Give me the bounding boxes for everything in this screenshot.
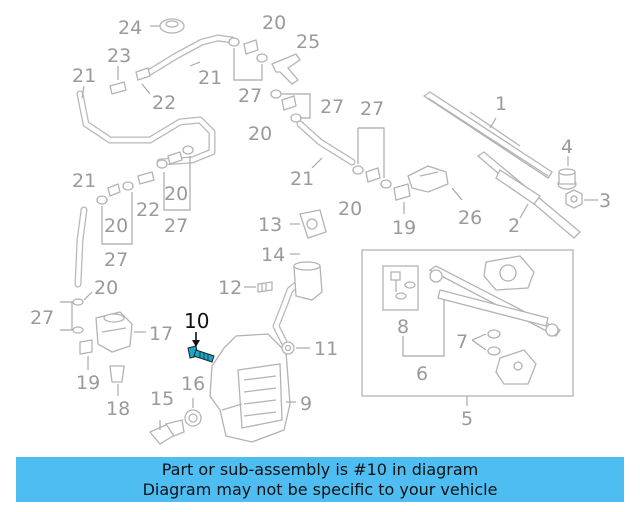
bolt-12[interactable] bbox=[257, 281, 273, 293]
part-info-banner: Part or sub-assembly is #10 in diagram D… bbox=[16, 457, 624, 502]
bolt-8-kit bbox=[390, 271, 416, 300]
check-valve-23[interactable] bbox=[109, 81, 127, 95]
filler-neck-14[interactable] bbox=[293, 261, 323, 301]
callout-17: 17 bbox=[149, 323, 173, 345]
callout-2: 2 bbox=[508, 215, 520, 237]
banner-line-part: Part or sub-assembly is #10 in diagram bbox=[161, 460, 479, 479]
nut-3[interactable] bbox=[565, 189, 583, 209]
callout-27-midleft: 27 bbox=[104, 249, 128, 271]
grommet-16[interactable] bbox=[184, 409, 202, 427]
cap-13[interactable] bbox=[299, 209, 327, 239]
bracket-pivot[interactable] bbox=[495, 349, 537, 385]
callout-27-mid: 27 bbox=[164, 215, 188, 237]
sub-kit-box-8 bbox=[382, 265, 419, 311]
clip-19-right[interactable] bbox=[393, 183, 411, 201]
callout-4: 4 bbox=[561, 136, 573, 158]
callout-22-mid: 22 bbox=[136, 199, 160, 221]
callout-22-top: 22 bbox=[152, 92, 176, 114]
callout-leader-27-midleft bbox=[101, 192, 133, 245]
callout-20-left-a: 20 bbox=[164, 183, 188, 205]
grommet-11[interactable] bbox=[281, 341, 295, 355]
callout-19-left: 19 bbox=[76, 372, 100, 394]
callout-leader-7 bbox=[471, 333, 487, 351]
nozzle-26[interactable] bbox=[407, 165, 449, 193]
grommet-7[interactable] bbox=[487, 329, 501, 356]
callout-21-top: 21 bbox=[72, 65, 96, 87]
connectors-upper-center[interactable] bbox=[228, 37, 268, 63]
callout-1: 1 bbox=[495, 93, 507, 115]
nozzle-24[interactable] bbox=[159, 18, 185, 34]
wiper-linkage[interactable] bbox=[428, 255, 561, 337]
callout-15: 15 bbox=[150, 388, 174, 410]
callout-18: 18 bbox=[106, 398, 130, 420]
callout-5: 5 bbox=[461, 408, 473, 430]
callout-25: 25 bbox=[296, 31, 320, 53]
callout-26: 26 bbox=[458, 207, 482, 229]
clip-19-lower[interactable] bbox=[79, 339, 93, 355]
callout-12: 12 bbox=[218, 277, 242, 299]
callout-leader-21d bbox=[311, 157, 323, 169]
y-connector-25[interactable] bbox=[271, 53, 301, 85]
connector-27-bottom[interactable] bbox=[72, 326, 84, 334]
sensor-15[interactable] bbox=[148, 419, 185, 445]
callout-27-rightmid: 27 bbox=[320, 96, 344, 118]
callout-leader-2 bbox=[519, 203, 529, 219]
callout-23: 23 bbox=[107, 45, 131, 67]
callout-20-mid: 20 bbox=[248, 123, 272, 145]
callout-20-top: 20 bbox=[262, 12, 286, 34]
callout-leader-27-right bbox=[357, 127, 385, 178]
connectors-cluster-left[interactable] bbox=[96, 145, 194, 205]
cap-4[interactable] bbox=[557, 168, 577, 190]
callout-leader-26 bbox=[451, 187, 463, 201]
callout-10: 10 bbox=[184, 309, 209, 333]
callout-21-upper: 21 bbox=[198, 67, 222, 89]
callout-24: 24 bbox=[118, 17, 142, 39]
callout-7: 7 bbox=[456, 331, 468, 353]
callout-19-right: 19 bbox=[392, 217, 416, 239]
callout-20-right: 20 bbox=[338, 198, 362, 220]
callout-leader-27-rightmid bbox=[282, 93, 311, 119]
callout-leader-20-left bbox=[83, 291, 93, 301]
callout-arrow-10 bbox=[192, 340, 200, 347]
callout-16: 16 bbox=[181, 373, 205, 395]
callout-21-left: 21 bbox=[72, 170, 96, 192]
callout-20-left-c: 20 bbox=[94, 277, 118, 299]
callout-27-right: 27 bbox=[360, 98, 384, 120]
washer-pump-17[interactable] bbox=[95, 311, 133, 353]
callout-27-upper: 27 bbox=[238, 85, 262, 107]
connectors-right[interactable] bbox=[352, 165, 392, 189]
callout-leader-27-upper bbox=[233, 48, 263, 81]
callout-leader-27-left bbox=[60, 301, 73, 331]
callout-leader-6 bbox=[402, 300, 445, 357]
callout-leader-1 bbox=[489, 117, 497, 129]
callout-11: 11 bbox=[314, 338, 338, 360]
connector-27-top[interactable] bbox=[72, 298, 84, 306]
callout-6: 6 bbox=[416, 363, 428, 385]
callout-9: 9 bbox=[300, 393, 312, 415]
callout-20-left-b: 20 bbox=[104, 215, 128, 237]
callout-13: 13 bbox=[258, 214, 282, 236]
callout-27-left: 27 bbox=[30, 307, 54, 329]
callout-leader-21a bbox=[81, 85, 85, 99]
banner-line-disclaimer: Diagram may not be specific to your vehi… bbox=[142, 480, 498, 499]
wiper-arm-passenger[interactable] bbox=[476, 151, 581, 239]
callout-leader-22a bbox=[141, 83, 151, 95]
callout-leader-27-mid bbox=[163, 156, 191, 211]
callout-14: 14 bbox=[261, 244, 285, 266]
wiper-blade-driver[interactable] bbox=[422, 91, 553, 179]
callout-8: 8 bbox=[397, 316, 409, 338]
connectors-right-mid[interactable] bbox=[270, 89, 302, 123]
callout-3: 3 bbox=[599, 190, 611, 212]
callout-21-right: 21 bbox=[290, 168, 314, 190]
washer-reservoir[interactable] bbox=[209, 333, 291, 443]
grommet-18[interactable] bbox=[109, 365, 125, 383]
connector-22-top[interactable] bbox=[135, 67, 151, 81]
bolt-10-highlighted[interactable] bbox=[187, 345, 215, 363]
callout-leader-21b bbox=[189, 61, 201, 67]
